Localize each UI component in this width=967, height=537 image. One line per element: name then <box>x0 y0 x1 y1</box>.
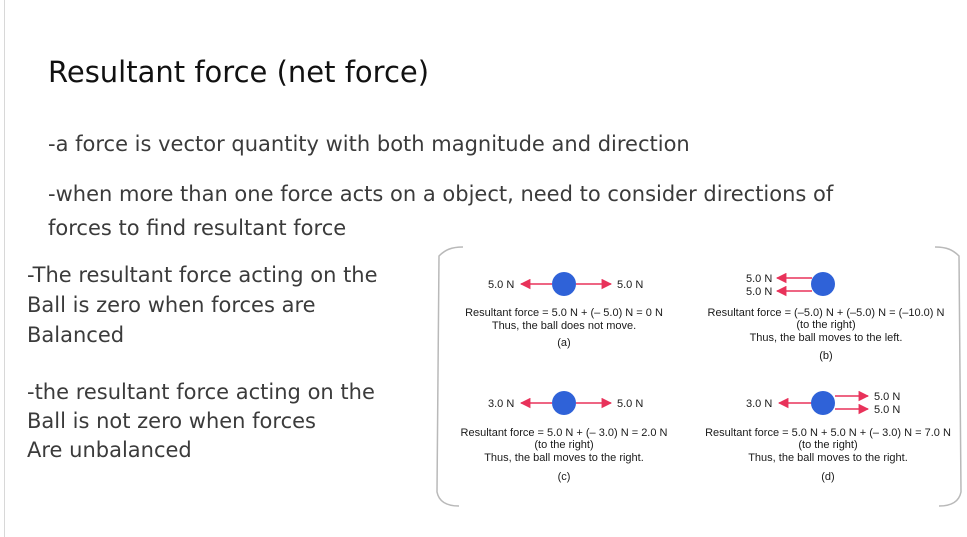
force-label-left: 3.0 N <box>746 398 772 410</box>
panel-label: (d) <box>821 471 834 483</box>
resultant-equation: Resultant force = (–5.0) N + (–5.0) N = … <box>708 307 945 319</box>
panel-label: (b) <box>819 350 832 362</box>
slide-left-edge <box>4 0 5 537</box>
result-description: Thus, the ball moves to the right. <box>484 452 644 464</box>
force-label-right-upper: 5.0 N <box>874 391 900 403</box>
force-label-right: 5.0 N <box>617 398 643 410</box>
panel-label: (a) <box>557 337 570 349</box>
result-direction-note: (to the right) <box>534 439 593 451</box>
result-description: Thus, the ball does not move. <box>492 320 636 332</box>
panel-label: (c) <box>558 471 571 483</box>
force-label-right-lower: 5.0 N <box>874 404 900 416</box>
result-description: Thus, the ball moves to the left. <box>750 332 903 344</box>
force-label-left: 5.0 N <box>488 279 514 291</box>
panel-a: 5.0 N 5.0 N Resultant force = 5.0 N + (–… <box>465 272 663 349</box>
resultant-equation: Resultant force = 5.0 N + 5.0 N + (– 3.0… <box>705 427 951 439</box>
balanced-text-line-2: Ball is zero when forces are <box>27 293 316 317</box>
slide-title: Resultant force (net force) <box>48 55 430 89</box>
result-description: Thus, the ball moves to the right. <box>748 452 908 464</box>
force-diagrams-figure: 5.0 N 5.0 N Resultant force = 5.0 N + (–… <box>433 240 967 510</box>
force-label-lower: 5.0 N <box>746 286 772 298</box>
ball <box>811 391 835 415</box>
unbalanced-text-line-2: Ball is not zero when forces <box>27 409 316 433</box>
force-label-upper: 5.0 N <box>746 273 772 285</box>
panel-b: 5.0 N 5.0 N Resultant force = (–5.0) N +… <box>708 272 945 362</box>
right-bracket <box>934 246 962 507</box>
panel-c: 3.0 N 5.0 N Resultant force = 5.0 N + (–… <box>461 391 668 483</box>
unbalanced-text-line-1: -the resultant force acting on the <box>27 380 375 404</box>
ball <box>552 391 576 415</box>
balanced-text-line-1: -The resultant force acting on the <box>27 263 378 287</box>
balanced-text-line-3: Balanced <box>27 323 125 347</box>
resultant-equation: Resultant force = 5.0 N + (– 5.0) N = 0 … <box>465 307 663 319</box>
panel-d: 3.0 N 5.0 N 5.0 N Resultant force = 5.0 … <box>705 390 951 483</box>
result-direction-note: (to the right) <box>798 439 857 451</box>
left-bracket <box>436 246 464 507</box>
unbalanced-text-line-3: Are unbalanced <box>27 438 192 462</box>
ball <box>552 272 576 296</box>
bullet-multiple-forces-line-2: forces to find resultant force <box>48 216 347 240</box>
bullet-vector-quantity: -a force is vector quantity with both ma… <box>48 132 690 156</box>
bullet-multiple-forces-line-1: -when more than one force acts on a obje… <box>48 182 834 206</box>
ball <box>811 272 835 296</box>
force-label-right: 5.0 N <box>617 279 643 291</box>
result-direction-note: (to the right) <box>796 319 855 331</box>
resultant-equation: Resultant force = 5.0 N + (– 3.0) N = 2.… <box>461 427 668 439</box>
force-label-left: 3.0 N <box>488 398 514 410</box>
